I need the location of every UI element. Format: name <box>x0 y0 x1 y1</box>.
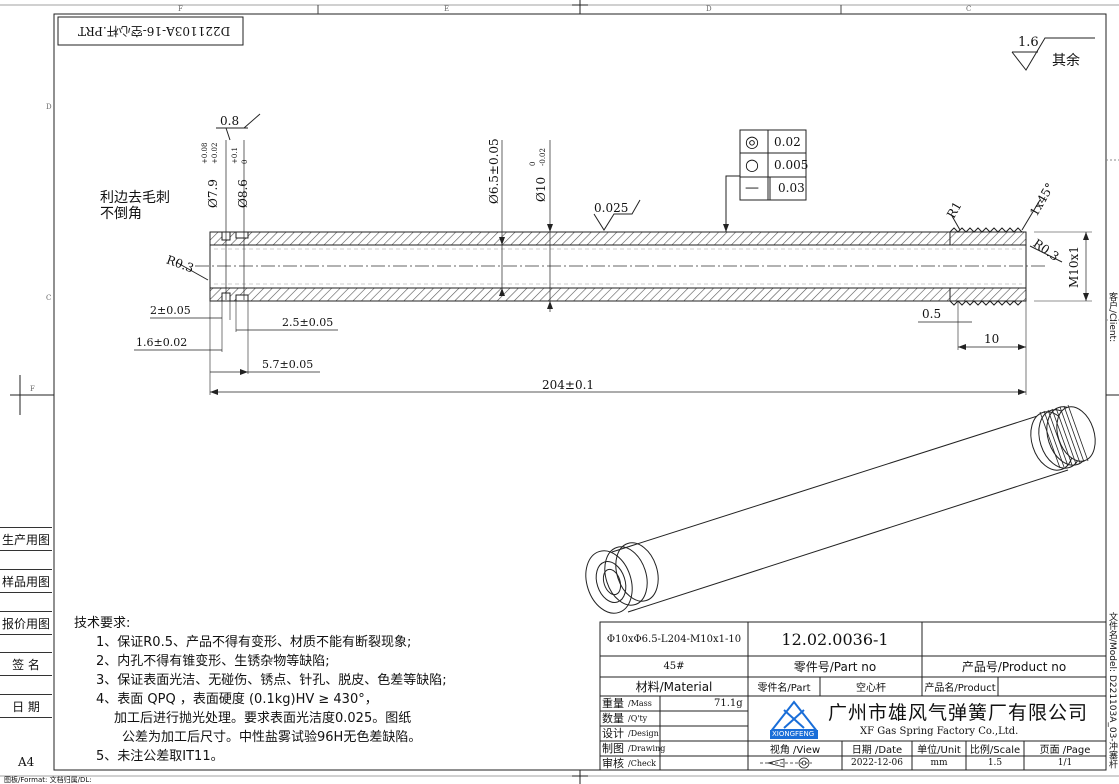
zone-mark: C <box>966 5 972 13</box>
tb-mass-label: 重量 <box>602 697 624 710</box>
tb-qty-label: 数量 <box>602 712 624 725</box>
tech-line: 4、表面 QPQ ，表面硬度 (0.1kg)HV ≥ 430°， <box>96 692 378 707</box>
tb-page: 1/1 <box>1057 758 1073 768</box>
dim-2-5: 2.5±0.05 <box>282 316 334 329</box>
fcf-symbol-circularity-icon: ○ <box>745 155 759 174</box>
roughness-note: 其余 <box>1052 53 1080 69</box>
roughness-value: 1.6 <box>1018 35 1039 50</box>
tb-part-name: 空心杆 <box>856 683 886 694</box>
tb-material-label: 材料/Material <box>635 680 713 694</box>
tb-date: 2022-12-06 <box>851 758 903 768</box>
tb-scale: 1.5 <box>987 758 1003 768</box>
dia-79-upper: +0.08 <box>201 142 209 164</box>
tb-check-label: 审核 <box>602 757 624 770</box>
tech-title: 技术要求: <box>74 616 131 631</box>
stamp-signature: 签 名 <box>0 652 52 676</box>
tb-unit-label: 单位/Unit <box>917 745 961 756</box>
zone-mark: F <box>178 5 183 13</box>
dia-10-label: Ø10 0 -0.02 <box>529 148 548 202</box>
tb-company-en: XF Gas Spring Factory Co.,Ltd. <box>860 726 1019 737</box>
dia-86-label: Ø8.6 +0.1 0 <box>231 147 250 208</box>
dia-10-lower: -0.02 <box>539 148 547 166</box>
dia-79-label: Ø7.9 +0.08 +0.02 <box>201 143 220 208</box>
client-label: 客户/Client: <box>1107 292 1117 343</box>
dia-10-value: Ø10 <box>534 176 548 202</box>
edge-note-line2: 不倒角 <box>100 206 142 222</box>
tb-unit: mm <box>930 758 948 768</box>
tech-requirements: 技术要求: 1、保证R0.5、产品不得有变形、材质不能有断裂现象; 2、内孔不得… <box>74 614 447 766</box>
fcf-value: 0.03 <box>778 181 805 195</box>
tb-scale-label: 比例/Scale <box>969 745 1021 756</box>
zone-mark: D <box>706 5 712 13</box>
dim-5-7: 5.7±0.05 <box>262 358 314 371</box>
zone-mark: C <box>46 294 52 302</box>
surface-finish-value: 0.025 <box>594 201 629 215</box>
dia-86-upper: +0.1 <box>231 147 239 164</box>
dim-1-6: 1.6±0.02 <box>136 336 188 349</box>
dia-79-value: Ø7.9 <box>206 179 220 208</box>
tb-drawing-label: 制图 <box>602 742 624 755</box>
stamp-production: 生产用图 <box>0 527 52 551</box>
logo-text: XIONGFENG <box>772 730 815 738</box>
file-label: D221103A-16-空心杆.PRT <box>78 24 231 38</box>
dia-65-label: Ø6.5±0.05 <box>487 138 501 204</box>
edge-note-line1: 利边去毛刺 <box>100 190 170 206</box>
dim-10: 10 <box>984 332 1000 346</box>
tb-product-name-label: 产品名/Product <box>924 683 996 694</box>
zone-mark: F <box>30 385 35 393</box>
bottom-left-text: 图板/Format: 文档归属/DL: <box>4 776 92 784</box>
dia-10-upper: 0 <box>529 161 537 166</box>
tech-line: 5、未注公差取IT11。 <box>96 749 224 764</box>
tb-material: 45# <box>663 661 685 672</box>
tb-company-cn: 广州市雄风气弹簧厂有限公司 <box>828 702 1089 724</box>
dim-0-5: 0.5 <box>922 307 942 321</box>
tb-part-no-label: 零件号/Part no <box>793 660 877 674</box>
paper-size: A4 <box>18 755 35 769</box>
tb-design-label-en: /Design <box>628 729 659 738</box>
zone-mark: D <box>46 103 52 111</box>
tb-qty-label-en: /Q'ty <box>628 714 648 723</box>
tb-part-number: 12.02.0036-1 <box>781 629 889 649</box>
fcf-symbol-concentricity-icon: ◎ <box>745 132 759 151</box>
fcf-value: 0.02 <box>774 135 801 149</box>
tech-line: 加工后进行抛光处理。要求表面光洁度0.025。图纸 <box>114 711 412 726</box>
tb-view-label: 视角 /View <box>769 745 821 756</box>
dia-79-lower: +0.02 <box>211 142 219 164</box>
tb-design-label: 设计 <box>602 727 624 740</box>
fcf-value: 0.005 <box>774 158 809 172</box>
tb-page-label: 页面 /Page <box>1039 745 1091 756</box>
model-label: 文件名/Model: D221103A_03-冲塞杆 <box>1107 612 1117 769</box>
tb-check-label-en: /Check <box>628 759 657 768</box>
dia-86-value: Ø8.6 <box>236 179 250 208</box>
fcf-symbol-straightness-icon: — <box>745 180 759 196</box>
tb-part-name-label: 零件名/Part <box>757 683 811 694</box>
stamp-sample: 样品用图 <box>0 569 52 593</box>
tech-line: 2、内孔不得有锥变形、生锈杂物等缺陷; <box>96 654 330 669</box>
tb-spec: Φ10xΦ6.5-L204-M10x1-10 <box>606 633 742 645</box>
stamp-quote: 报价用图 <box>0 611 52 635</box>
company-logo: XIONGFENG <box>764 700 824 740</box>
tb-mass-label-en: /Mass <box>628 699 652 708</box>
dia-86-lower: 0 <box>241 159 249 164</box>
thread-label: M10x1 <box>1067 246 1081 288</box>
dim-204: 204±0.1 <box>542 378 595 392</box>
tech-line: 3、保证表面光洁、无碰伤、锈点、针孔、脱皮、色差等缺陷; <box>96 673 447 688</box>
zone-mark: E <box>444 5 450 13</box>
tech-line: 公差为加工后尺寸。中性盐雾试验96H无色差缺陷。 <box>122 730 422 745</box>
tb-drawing-label-en: /Drawing <box>628 744 666 753</box>
stamp-date: 日 期 <box>0 694 52 718</box>
tb-mass: 71.1g <box>714 698 743 709</box>
dim-2: 2±0.05 <box>150 304 191 317</box>
tb-date-label: 日期 /Date <box>851 745 903 756</box>
runout-value: 0.8 <box>220 114 240 128</box>
tb-product-no-label: 产品号/Product no <box>961 660 1067 674</box>
tech-line: 1、保证R0.5、产品不得有变形、材质不能有断裂现象; <box>96 635 412 650</box>
